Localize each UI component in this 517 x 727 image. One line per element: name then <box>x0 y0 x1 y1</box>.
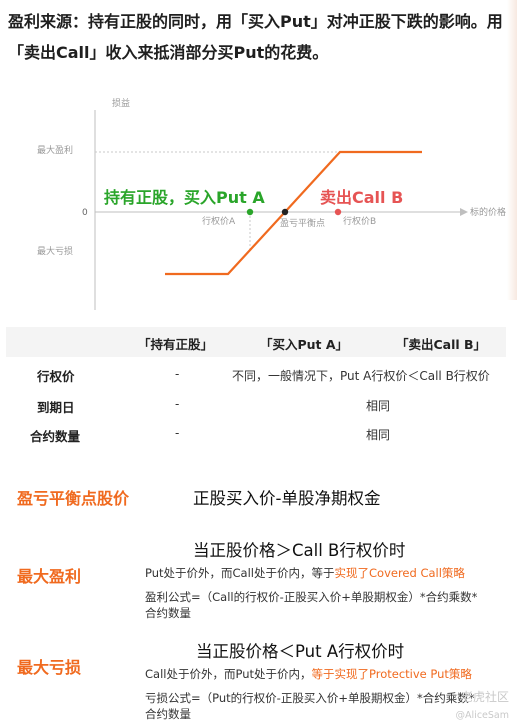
max-profit-desc-prefix: Put处于价外，而Call处于价内，等于 <box>145 566 335 580</box>
payoff-chart: 损益 标的价格 0 最大盈利 最大亏损 行权价A 盈亏平衡点 行权价B 持有正股… <box>37 97 506 310</box>
header-stock: 「持有正股」 <box>138 337 214 352</box>
intro-text: 盈利来源：持有正股的同时，用「买入Put」对冲正股下跌的影响。用「卖出Call」… <box>8 6 513 68</box>
header-call-b: 「卖出Call B」 <box>396 337 487 352</box>
watermark-text: 老虎社区 <box>460 690 509 704</box>
row-label-quantity: 合约数量 <box>30 429 81 444</box>
edge-decoration <box>507 0 517 300</box>
call-b-annotation: 卖出Call B <box>320 188 403 207</box>
max-loss-formula-line2: 合约数量 <box>145 707 191 721</box>
max-loss-condition: 当正股价格＜Put A行权价时 <box>196 642 405 661</box>
payoff-series-line <box>165 150 422 276</box>
y-axis-label: 损益 <box>112 97 130 109</box>
max-profit-condition: 当正股价格＞Call B行权价时 <box>193 541 406 560</box>
breakeven-formula: 正股买入价-单股净期权金 <box>193 489 381 508</box>
row-expiry-options: 相同 <box>366 399 391 413</box>
zero-label: 0 <box>82 208 88 218</box>
row-expiry-stock: - <box>175 397 180 411</box>
row-label-strike: 行权价 <box>37 369 75 384</box>
row-strike-stock: - <box>175 367 180 381</box>
watermark-handle: @AliceSam <box>455 710 509 721</box>
max-profit-desc: Put处于价外，而Call处于价内，等于实现了Covered Call策略 <box>145 565 465 581</box>
max-profit-desc-highlight: 实现了Covered Call策略 <box>334 566 465 580</box>
put-a-annotation: 持有正股，买入Put A <box>104 188 265 207</box>
table-header: 「持有正股」 「买入Put A」 「卖出Call B」 <box>6 327 506 357</box>
x-axis-arrow <box>460 208 468 216</box>
max-loss-formula-line1: 亏损公式=（Put的行权价-正股买入价+单股期权金）*合约乘数* <box>145 691 475 705</box>
strike-a-point <box>246 208 254 216</box>
row-quantity-stock: - <box>175 426 180 440</box>
row-quantity-options: 相同 <box>366 428 391 442</box>
row-strike-options: 不同，一般情况下，Put A行权价＜Call B行权价 <box>232 369 490 383</box>
max-loss-desc-prefix: Call处于价外，而Put处于价内， <box>145 667 312 681</box>
breakeven-title: 盈亏平衡点股价 <box>17 489 130 508</box>
header-put-a: 「买入Put A」 <box>260 337 349 352</box>
legs-table: 「持有正股」 「买入Put A」 「卖出Call B」 行权价 - 不同，一般情… <box>6 327 506 452</box>
max-loss-desc: Call处于价外，而Put处于价内，等于实现了Protective Put策略 <box>145 666 472 682</box>
row-label-expiry: 到期日 <box>37 400 75 415</box>
max-profit-formula-line2: 合约数量 <box>145 606 191 620</box>
x-axis-label: 标的价格 <box>470 206 506 218</box>
breakeven-label: 盈亏平衡点 <box>280 217 325 229</box>
breakeven-point <box>281 208 289 216</box>
intro-lead: 盈利来源： <box>8 12 89 31</box>
max-loss-level-label: 最大亏损 <box>37 245 73 257</box>
intro-body: 持有正股的同时，用「买入Put」对冲正股下跌的影响。用「卖出Call」收入来抵消… <box>8 12 503 62</box>
strike-b-point <box>334 208 342 216</box>
max-loss-title: 最大亏损 <box>17 658 82 677</box>
max-profit-level-label: 最大盈利 <box>37 144 73 156</box>
strike-b-label: 行权价B <box>343 215 376 227</box>
strike-a-label: 行权价A <box>202 215 236 227</box>
max-loss-desc-highlight: 等于实现了Protective Put策略 <box>311 667 472 681</box>
max-profit-formula-line1: 盈利公式=（Call的行权价-正股买入价+单股期权金）*合约乘数* <box>145 590 478 604</box>
max-profit-title: 最大盈利 <box>17 567 82 586</box>
